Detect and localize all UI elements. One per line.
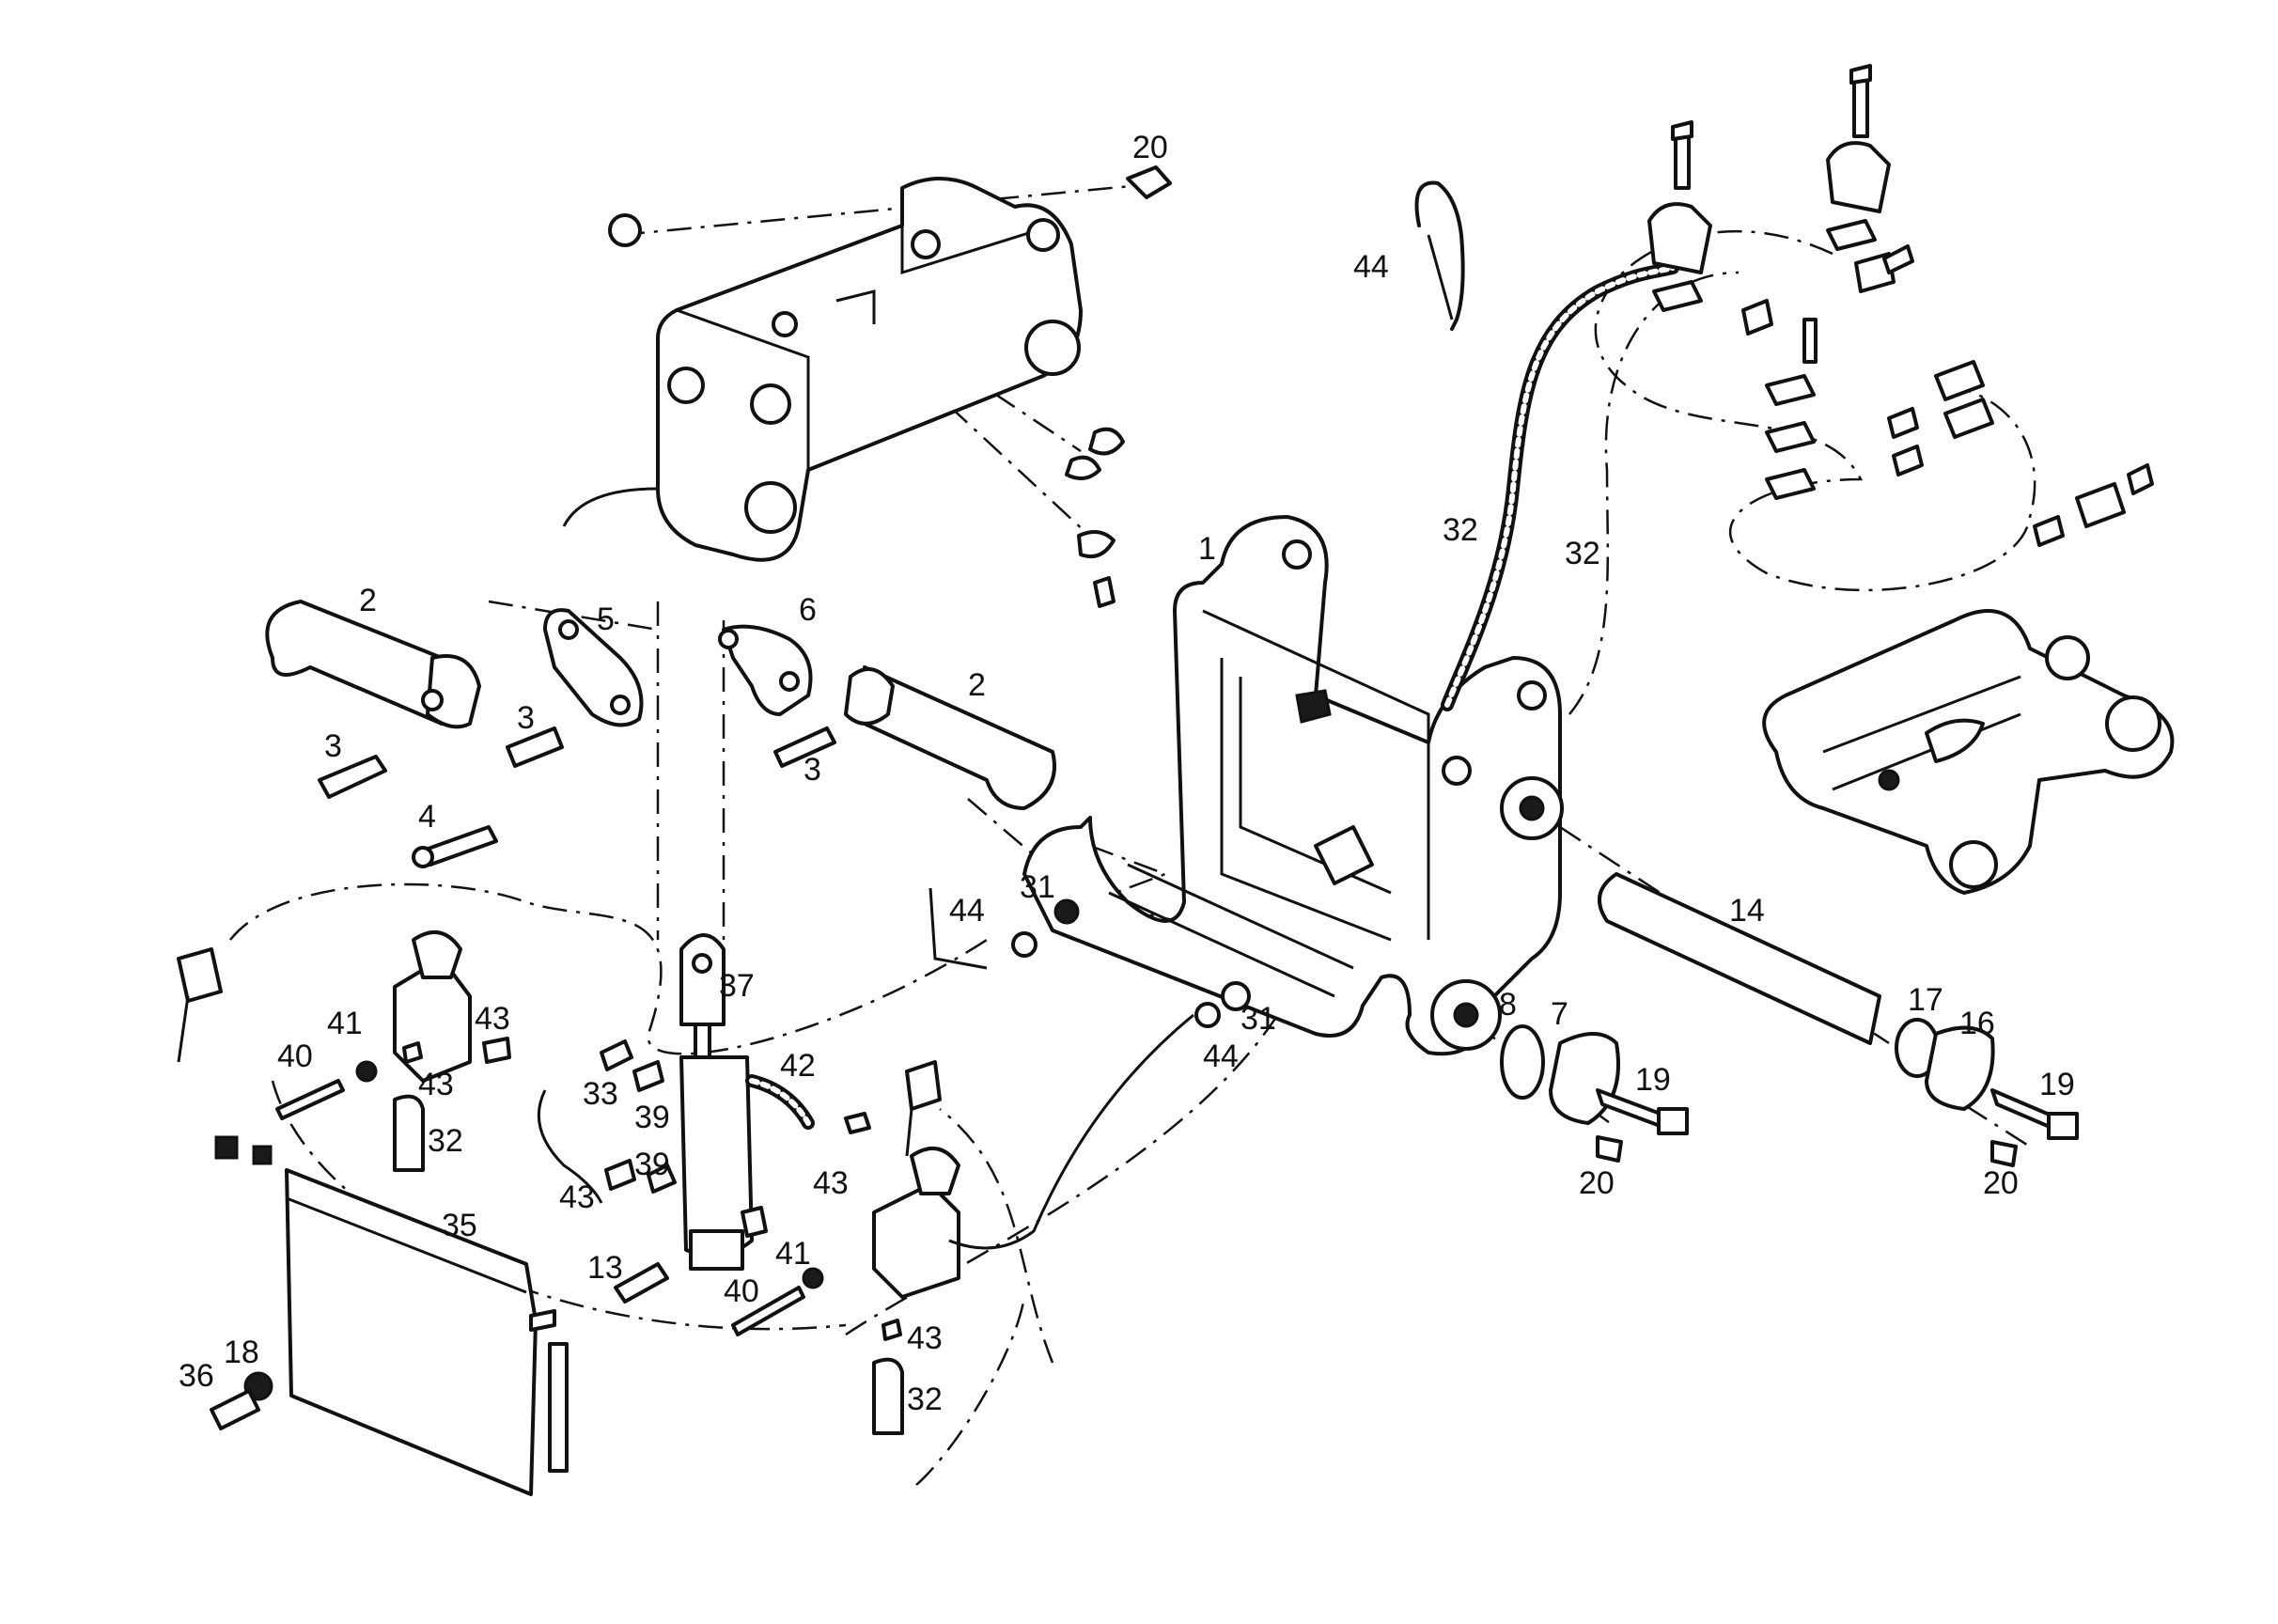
callout-18-washer: 18 xyxy=(224,1335,259,1370)
callout-5-bracket: 5 xyxy=(597,601,615,637)
callout-13-pin: 13 xyxy=(587,1250,623,1286)
callout-39-upper: 39 xyxy=(634,1100,670,1135)
callout-32-hose-left: 32 xyxy=(1443,512,1478,548)
callout-6-bracket: 6 xyxy=(799,592,817,628)
callout-43-middle: 43 xyxy=(813,1165,849,1201)
callout-39-lower: 39 xyxy=(634,1147,670,1182)
callout-20-top: 20 xyxy=(1132,130,1168,165)
callout-44-lower: 44 xyxy=(1203,1038,1239,1074)
callout-43-valve-below: 43 xyxy=(418,1067,454,1102)
callout-20-right: 20 xyxy=(1983,1165,2019,1201)
callout-4-pin: 4 xyxy=(418,799,436,835)
cover-plate xyxy=(285,1168,569,1496)
callout-3-pin-b: 3 xyxy=(517,700,535,736)
upper-mounting-bracket xyxy=(562,165,1172,562)
callout-16-plate: 16 xyxy=(1959,1006,1995,1041)
callout-42-hose: 42 xyxy=(780,1048,816,1084)
cylinder-brackets xyxy=(543,608,813,727)
callout-7-plate: 7 xyxy=(1551,996,1568,1032)
callout-32-upper-fitting: 32 xyxy=(428,1123,463,1159)
callout-32-hose-right: 32 xyxy=(1565,536,1600,571)
callout-14-axle: 14 xyxy=(1729,893,1765,929)
callout-37-cylinder: 37 xyxy=(719,968,755,1004)
callout-33-fitting: 33 xyxy=(583,1076,618,1112)
callout-43-valve-right: 43 xyxy=(475,1001,510,1037)
link-arm xyxy=(1762,609,2175,895)
callout-3-pin-a: 3 xyxy=(324,728,342,764)
valve-blocks xyxy=(393,930,960,1299)
pins xyxy=(318,726,836,868)
callout-1-frame: 1 xyxy=(1198,531,1216,567)
callout-17-ring: 17 xyxy=(1908,982,1943,1018)
callout-36-bolt: 36 xyxy=(179,1358,214,1394)
callout-31-lower: 31 xyxy=(1240,1001,1276,1037)
callout-43-left: 43 xyxy=(559,1179,595,1215)
callout-19-screw-left: 19 xyxy=(1635,1062,1671,1098)
callout-40-lower: 40 xyxy=(724,1273,759,1309)
coupler-frame xyxy=(1022,515,1564,1056)
hose-clamps xyxy=(1414,64,2154,547)
callout-44-strap: 44 xyxy=(1353,249,1389,285)
callout-labels: 20 44 32 32 1 2 5 6 2 3 3 3 4 31 44 37 1… xyxy=(179,130,2075,1417)
callout-41-upper: 41 xyxy=(327,1006,363,1041)
callout-19-screw-right: 19 xyxy=(2039,1067,2075,1102)
hoses xyxy=(537,261,1679,1250)
fittings xyxy=(177,576,2079,1435)
callout-40-upper: 40 xyxy=(277,1038,313,1074)
callout-2-cylinder-right: 2 xyxy=(968,667,986,703)
callout-20-left: 20 xyxy=(1579,1165,1615,1201)
callout-31-upper: 31 xyxy=(1020,869,1055,905)
callout-8-ring: 8 xyxy=(1499,987,1517,1023)
callout-3-pin-c: 3 xyxy=(804,752,821,788)
callout-41-lower: 41 xyxy=(775,1236,811,1272)
callout-35-cover: 35 xyxy=(442,1208,477,1243)
callout-2-cylinder-left: 2 xyxy=(359,583,377,618)
callout-44-upper: 44 xyxy=(949,893,985,929)
hydraulic-cylinder xyxy=(614,933,768,1304)
locking-cylinders xyxy=(265,600,1056,810)
callout-43-lower: 43 xyxy=(907,1320,943,1356)
callout-32-lower-fitting: 32 xyxy=(907,1382,943,1417)
